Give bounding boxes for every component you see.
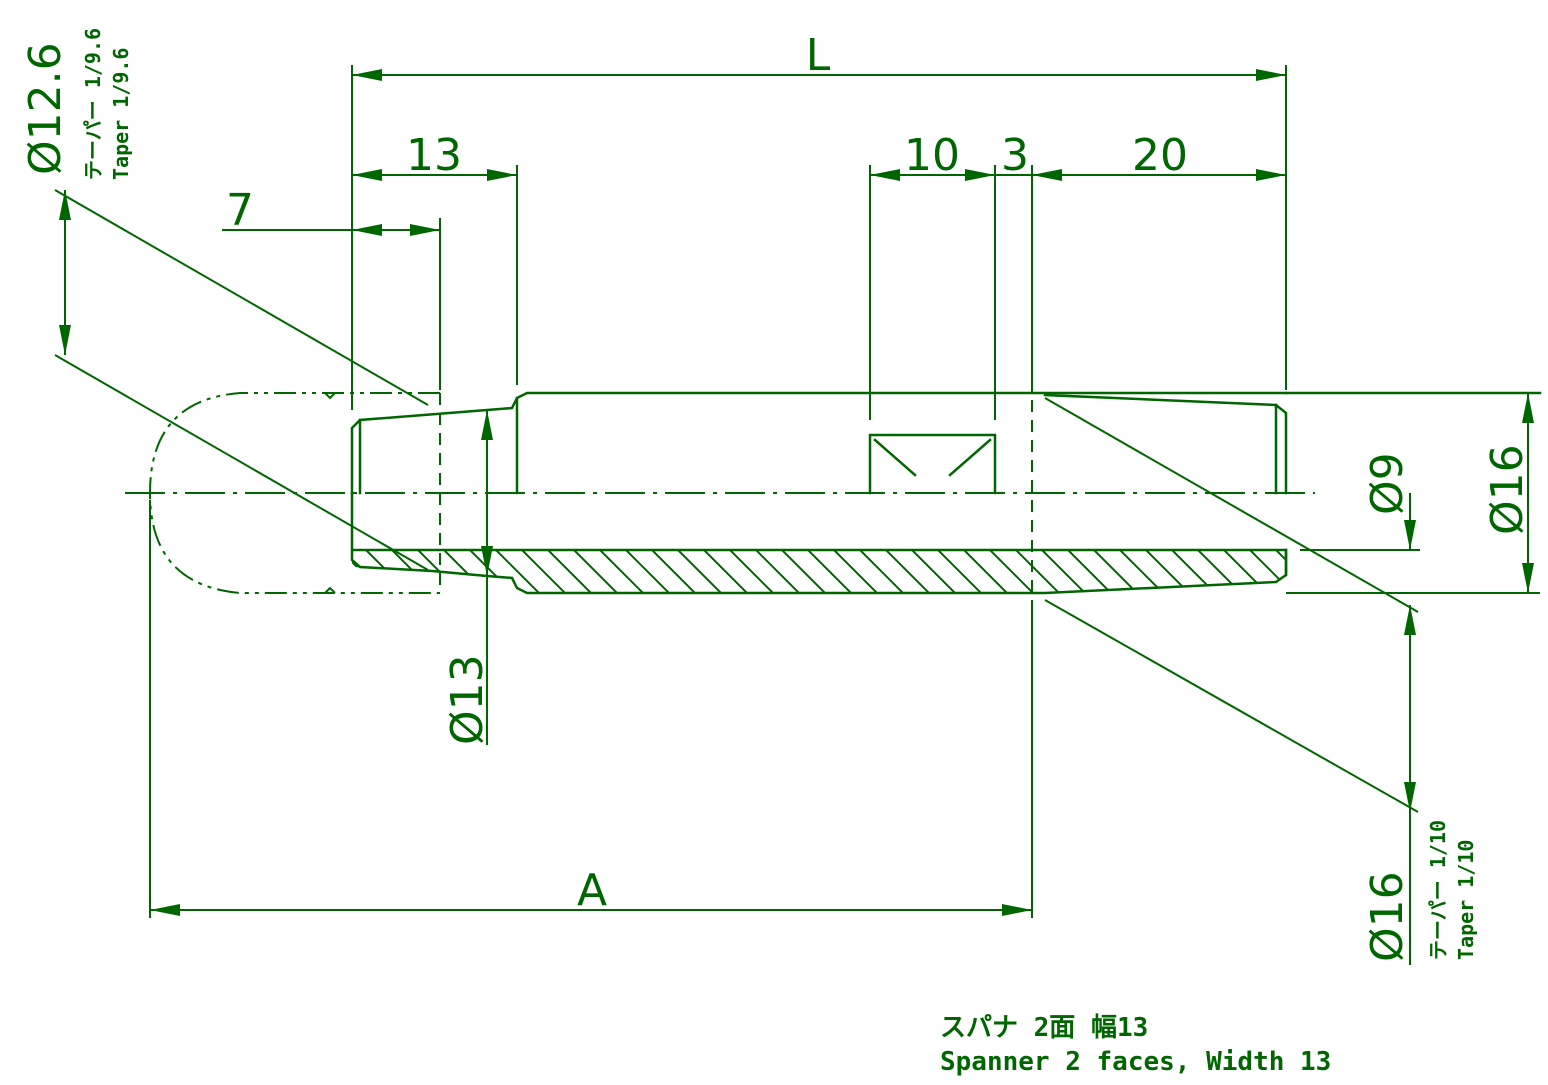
taper-right-jp: テーパー 1/10	[1426, 820, 1450, 960]
dim-3: 3	[1001, 130, 1029, 181]
hatch-line	[807, 550, 854, 593]
hatch-line	[352, 550, 386, 593]
hatch-line	[1041, 550, 1088, 593]
hatch-line	[1249, 550, 1286, 593]
hatch-line	[469, 550, 516, 593]
hatch-line	[1223, 550, 1270, 593]
hatch-line	[521, 550, 568, 593]
dim-dia-12-6: Ø12.6	[20, 42, 71, 175]
hatch-line	[1171, 550, 1218, 593]
dim-13-top: 13	[406, 130, 462, 181]
hatch-line	[1197, 550, 1244, 593]
dim-dia-16-taper: Ø16	[1362, 871, 1413, 962]
hatch-line	[1015, 550, 1062, 593]
hatch-line	[495, 550, 542, 593]
dim-7: 7	[226, 185, 254, 236]
hatch-line	[703, 550, 750, 593]
hatch-line	[729, 550, 776, 593]
hatch-line	[651, 550, 698, 593]
hatch-line	[1275, 550, 1286, 593]
extension-lines	[149, 65, 1420, 918]
hatch-line	[859, 550, 906, 593]
hatch-line	[573, 550, 620, 593]
hatch-line	[391, 550, 438, 593]
hatch-line	[1093, 550, 1140, 593]
hatch-line	[781, 550, 828, 593]
hatch-line	[833, 550, 880, 593]
taper-left-jp: テーパー 1/9.6	[81, 28, 105, 180]
hatch-line	[1067, 550, 1114, 593]
dim-10: 10	[904, 130, 960, 181]
section-hatching	[352, 550, 1347, 595]
hatch-line	[547, 550, 594, 593]
hatch-line	[885, 550, 932, 593]
dim-A: A	[577, 865, 607, 916]
hatch-line	[599, 550, 646, 593]
dim-20: 20	[1132, 130, 1188, 181]
dim-dia-13: Ø13	[442, 654, 493, 745]
hatch-line	[911, 550, 958, 593]
dimension-lines	[54, 69, 1534, 965]
hatch-line	[1119, 550, 1166, 593]
part-outline	[350, 380, 1542, 610]
hatch-line	[755, 550, 802, 593]
dim-L: L	[806, 30, 831, 81]
phantom-outline	[148, 392, 441, 594]
hatch-line	[1302, 550, 1347, 595]
dim-dia-16-right: Ø16	[1482, 444, 1533, 535]
hatch-line	[937, 550, 984, 593]
note-jp: スパナ 2面 幅13	[940, 1013, 1148, 1043]
hatch-line	[677, 550, 724, 593]
taper-right-en: Taper 1/10	[1454, 840, 1478, 960]
note-en: Spanner 2 faces, Width 13	[940, 1047, 1331, 1077]
hatch-line	[963, 550, 1010, 593]
hatch-line	[625, 550, 672, 593]
hatch-line	[989, 550, 1036, 593]
taper-left-en: Taper 1/9.6	[109, 48, 133, 180]
dim-dia-9: Ø9	[1362, 452, 1413, 515]
